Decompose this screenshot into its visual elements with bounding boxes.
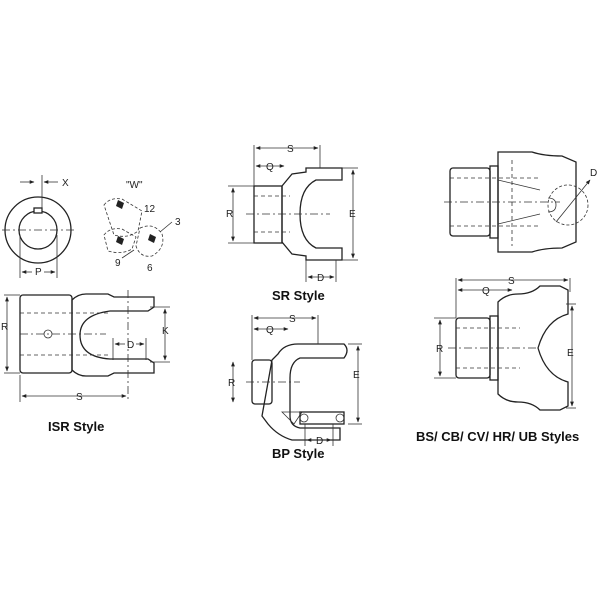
isr-k-label: K [162, 326, 169, 337]
position-3: 3 [175, 217, 181, 228]
sr-s-label: S [287, 144, 294, 155]
bs-s-label: S [508, 276, 515, 287]
sr-e-label: E [349, 209, 356, 220]
isr-phase-view [103, 198, 173, 259]
isr-side-view [4, 290, 170, 402]
sr-q-label: Q [266, 162, 274, 173]
bs-e-label: E [567, 348, 574, 359]
position-12: 12 [144, 204, 156, 215]
isr-end-view [2, 175, 74, 278]
sr-r-label: R [226, 209, 233, 220]
bp-r-label: R [228, 378, 235, 389]
bs-q-label: Q [482, 286, 490, 297]
bp-style-drawing [231, 315, 362, 446]
bp-q-label: Q [266, 325, 274, 336]
bs-style-title: BS/ CB/ CV/ HR/ UB Styles [416, 429, 579, 444]
position-9: 9 [115, 258, 121, 269]
isr-r-label: R [1, 322, 8, 333]
bs-side-view [434, 278, 576, 411]
isr-style-title: ISR Style [48, 419, 104, 434]
bp-s-label: S [289, 314, 296, 325]
bs-d-label: D [590, 168, 597, 179]
sr-style-title: SR Style [272, 288, 325, 303]
isr-s-label: S [76, 392, 83, 403]
w-label: "W" [126, 180, 143, 191]
bs-top-view [444, 151, 591, 253]
x-dim-label: X [62, 178, 69, 189]
p-dim-label: P [35, 267, 42, 278]
bp-e-label: E [353, 370, 360, 381]
sr-d-label: D [317, 273, 324, 284]
isr-d-label: D [127, 340, 134, 351]
bp-d-label: D [316, 436, 323, 447]
bp-style-title: BP Style [272, 446, 325, 461]
position-6: 6 [147, 263, 153, 274]
bs-r-label: R [436, 344, 443, 355]
sr-style-drawing [228, 145, 358, 282]
